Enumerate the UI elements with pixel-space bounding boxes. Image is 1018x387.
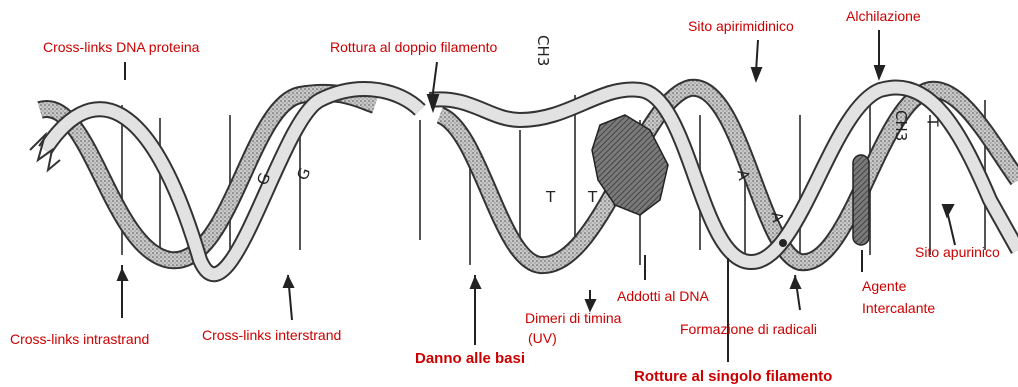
- intercalating-agent: [853, 155, 869, 245]
- label-base-damage: Danno alle basi: [415, 351, 525, 367]
- label-thymine-dimers-line1: Dimeri di timina: [525, 310, 621, 326]
- base-letter-t3: T: [924, 117, 942, 126]
- label-crosslinks-intrastrand: Cross-links intrastrand: [10, 331, 149, 347]
- label-single-strand-breaks: Rotture al singolo filamento: [634, 369, 832, 385]
- label-alkylation: Alchilazione: [846, 8, 921, 24]
- label-crosslinks-interstrand: Cross-links interstrand: [202, 327, 341, 343]
- label-intercalating-agent-line1: Agente: [862, 278, 906, 294]
- label-apurinic-site: Sito apurinico: [915, 244, 1000, 260]
- label-crosslinks-dna-protein: Cross-links DNA proteina: [43, 39, 199, 55]
- label-intercalating-agent-line2: Intercalante: [862, 300, 935, 316]
- label-dna-adducts: Addotti al DNA: [617, 288, 709, 304]
- label-radical-formation: Formazione di radicali: [680, 321, 817, 337]
- methyl-group-label-1: CH3: [534, 35, 552, 66]
- label-double-strand-break: Rottura al doppio filamento: [330, 39, 497, 55]
- base-letter-t2: T: [588, 188, 597, 206]
- label-apyrimidinic-site: Sito apirimidinico: [688, 18, 794, 34]
- methyl-group-label-2: CH3: [892, 110, 910, 141]
- base-letter-t1: T: [546, 188, 555, 206]
- label-thymine-dimers-line2: (UV): [528, 330, 557, 346]
